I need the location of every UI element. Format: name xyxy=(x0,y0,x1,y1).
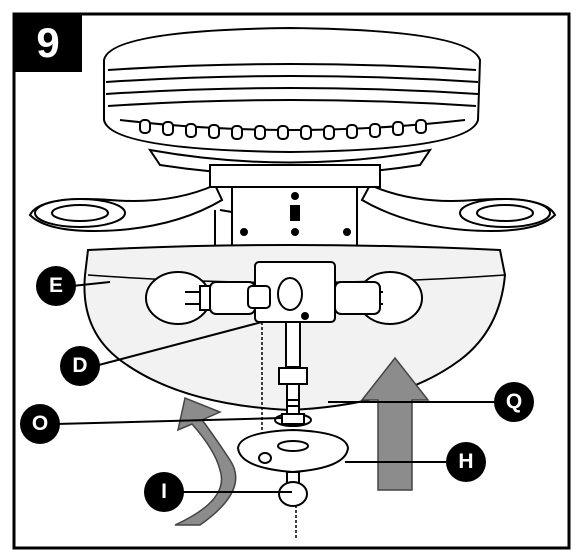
callout-d: D xyxy=(60,346,100,386)
motor-housing xyxy=(104,28,480,175)
switch-housing-cap xyxy=(238,430,348,472)
step-number: 9 xyxy=(14,14,82,72)
callout-o: O xyxy=(20,404,60,444)
locking-nut xyxy=(275,414,311,426)
callout-i: I xyxy=(144,472,184,512)
callout-e: E xyxy=(36,266,76,306)
callout-h: H xyxy=(446,442,486,482)
switch-housing xyxy=(210,165,380,255)
callout-q: Q xyxy=(494,382,534,422)
